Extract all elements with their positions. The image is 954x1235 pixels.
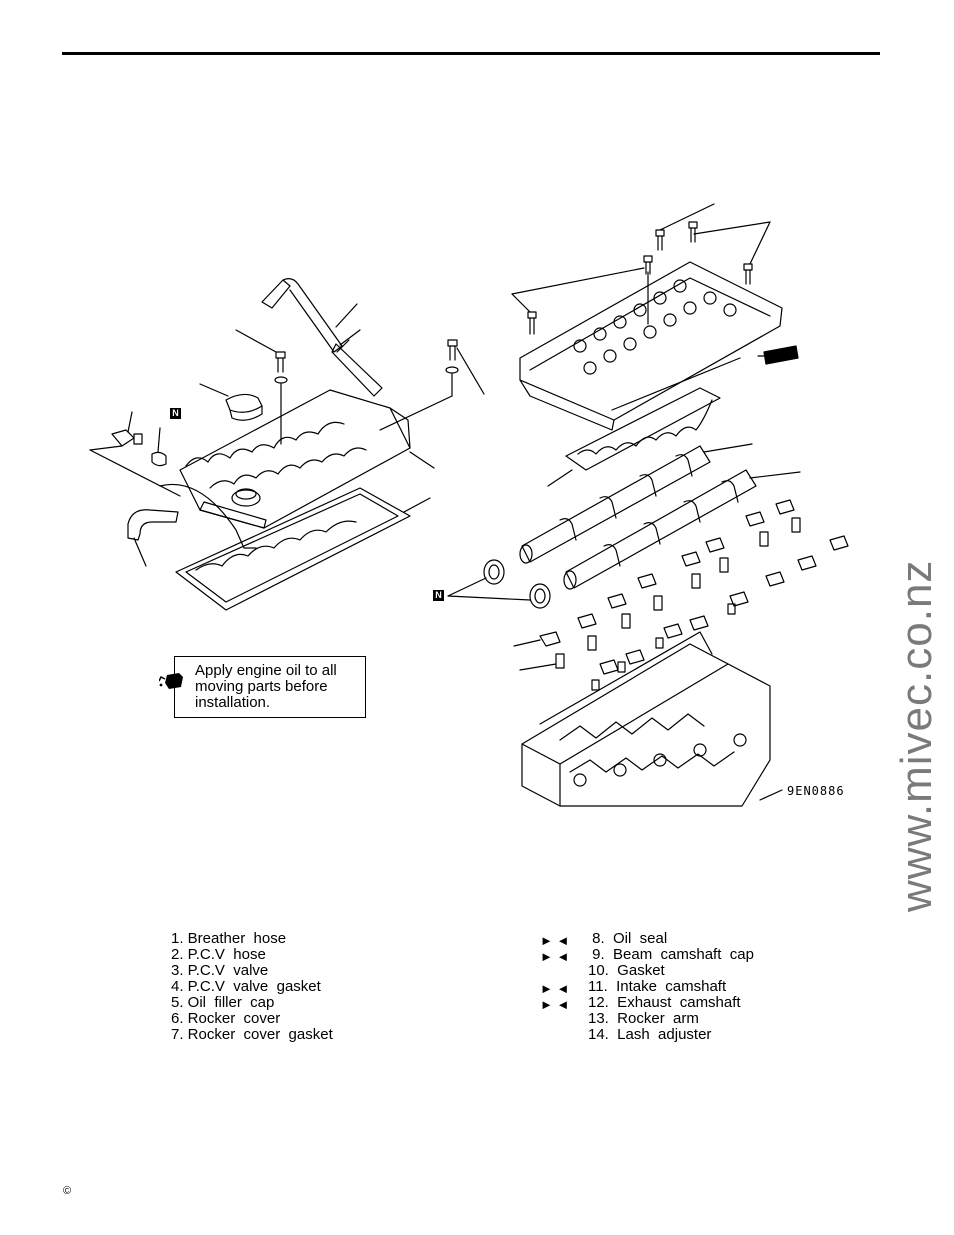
list-item: 11. Intake camshaft [588,978,727,995]
install-mark: ► ◄ [540,949,570,964]
list-item: 5. Oil filler cap [171,994,275,1011]
list-item: 12. Exhaust camshaft [588,994,741,1011]
rocker-arms-and-lash-adjusters [513,499,849,691]
list-item: 6. Rocker cover [171,1010,281,1027]
list-item: 3. P.C.V valve [171,962,269,979]
header-rule [62,52,880,55]
cam-cap-gasket [547,387,721,487]
install-mark: ► ◄ [540,997,570,1012]
new-part-marker: N [433,590,444,601]
list-item: 9. Beam camshaft cap [588,946,754,963]
rocker-cover [159,389,435,549]
cap-bolts [511,203,771,335]
breather-hose [261,278,383,397]
list-item: 4. P.C.V valve gasket [171,978,321,995]
oil-seals [447,559,551,609]
oil-filler-cap [199,383,263,421]
cover-bolts [235,329,485,445]
install-mark [540,1013,569,1029]
list-item: 7. Rocker cover gasket [171,1026,333,1043]
copyright-symbol: © [63,1185,72,1197]
exhaust-camshaft [563,469,801,590]
list-item: 14. Lash adjuster [588,1026,712,1043]
list-item: 13. Rocker arm [588,1010,699,1027]
parts-list-right: 8. Oil seal 9. Beam camshaft cap 10. Gas… [588,931,754,1043]
intake-camshaft [519,443,753,564]
install-mark [540,1029,569,1045]
watermark: www.mivec.co.nz [892,559,941,912]
list-item: 2. P.C.V hose [171,946,266,963]
new-part-marker: N [170,408,181,419]
pcv-valve [89,411,181,497]
sealant-tube-icon [757,345,799,365]
cylinder-head [521,631,783,807]
pcv-hose [127,509,179,567]
list-item: 1. Breather hose [171,930,287,947]
beam-camshaft-cap [519,261,783,431]
parts-list-left: 1. Breather hose 2. P.C.V hose 3. P.C.V … [171,931,333,1043]
list-item: 8. Oil seal [588,930,668,947]
install-marks: ► ◄ ► ◄ ► ◄ ► ◄ [540,933,569,1045]
note-text: Apply engine oil to all moving parts bef… [195,662,337,711]
rocker-cover-gasket [175,487,431,611]
list-item: 10. Gasket [588,962,665,979]
oil-can-icon [159,673,183,689]
install-mark: ► ◄ [540,933,570,948]
note-box: Apply engine oil to all moving parts bef… [159,656,366,718]
install-mark [540,965,569,981]
install-mark: ► ◄ [540,981,570,996]
figure-code: 9EN0886 [787,784,845,798]
